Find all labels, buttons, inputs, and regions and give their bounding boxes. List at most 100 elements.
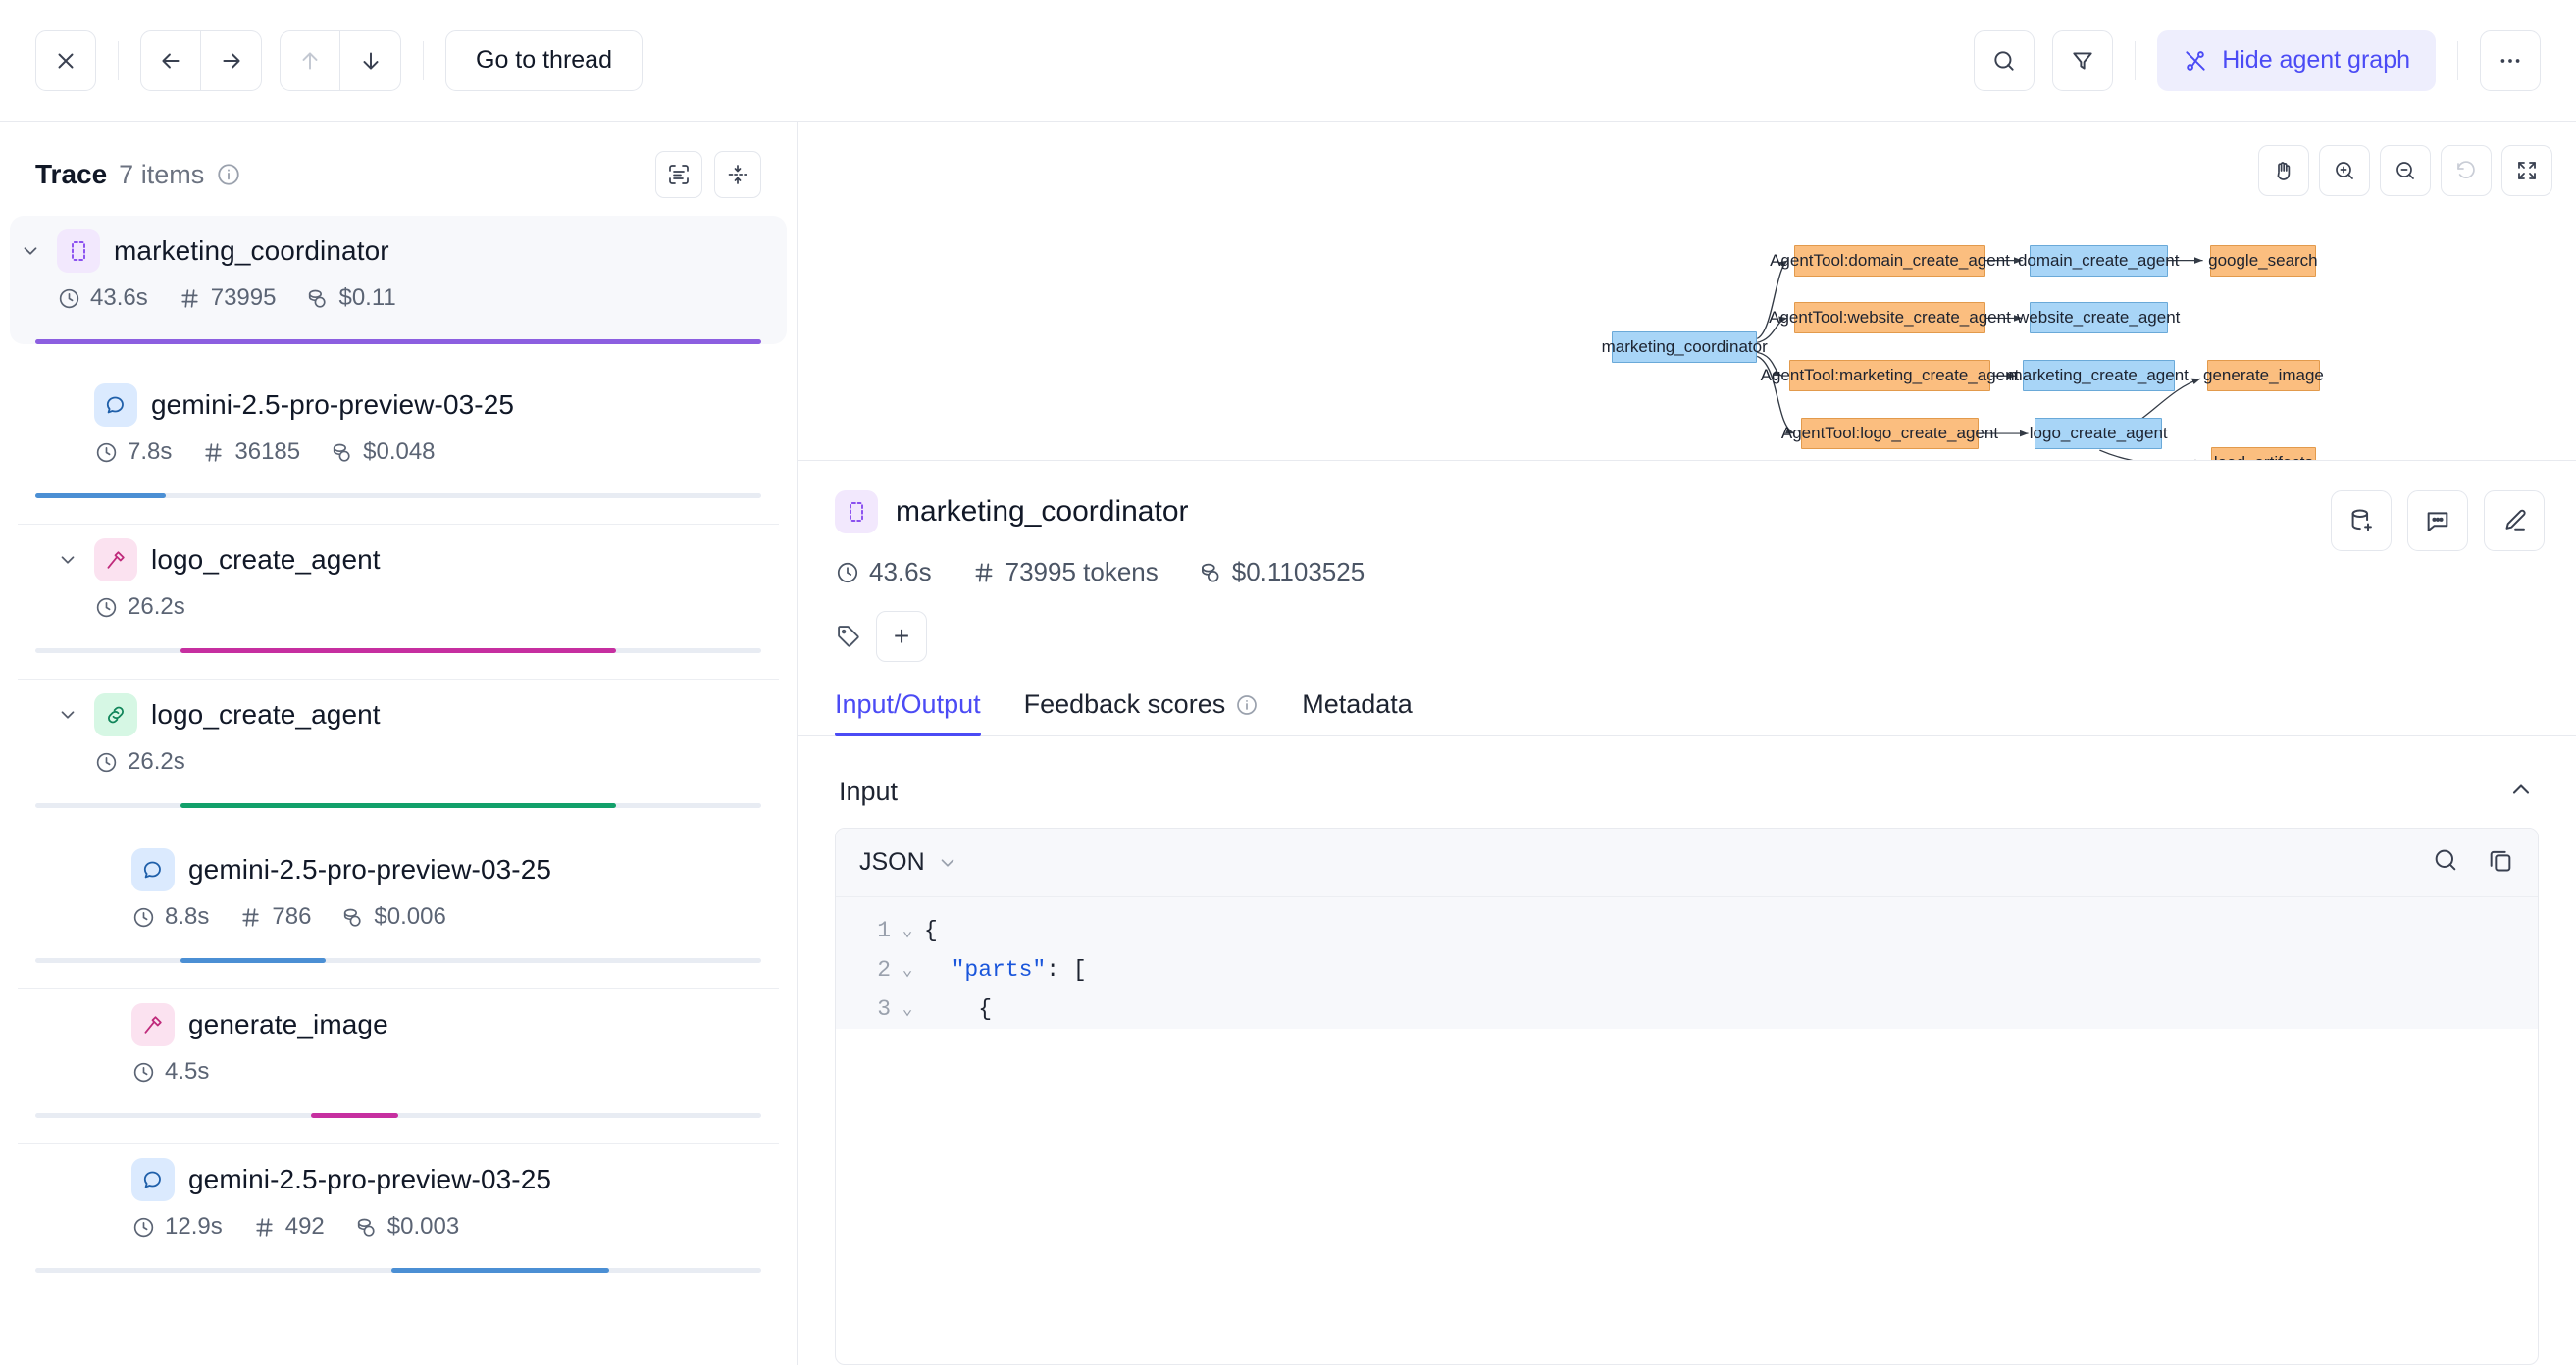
- previous-row-button[interactable]: [280, 29, 340, 91]
- duration-metric: 26.2s: [94, 593, 185, 621]
- graph-node-logo_create_agent[interactable]: logo_create_agent: [2030, 418, 2168, 450]
- tab-input-output[interactable]: Input/Output: [835, 689, 981, 736]
- tag-icon: [838, 626, 859, 647]
- graph-node-google_search[interactable]: google_search: [2208, 244, 2318, 277]
- pan-tool-button[interactable]: [2258, 145, 2309, 196]
- duration-metric: 7.8s: [94, 438, 172, 466]
- duration-value: 43.6s: [869, 557, 932, 586]
- graph-node-label: generate_image: [2203, 366, 2324, 385]
- llm-chat-icon: [131, 848, 175, 891]
- json-viewer-actions: [2432, 846, 2514, 879]
- arrow-down-icon: [363, 51, 378, 70]
- graph-node-label: AgentTool:domain_create_agent: [1770, 250, 2010, 270]
- coins-icon: [1201, 563, 1219, 582]
- add-tag-button[interactable]: +: [876, 611, 927, 662]
- graph-node-label: load_artifacts: [2214, 453, 2313, 460]
- detail-tabs[interactable]: Input/Output Feedback scores Metadata: [798, 689, 2576, 736]
- graph-node-AgentTool:domain_create_agent[interactable]: AgentTool:domain_create_agent: [1770, 244, 2010, 277]
- json-search-button[interactable]: [2432, 846, 2459, 879]
- format-select[interactable]: JSON: [859, 848, 958, 877]
- zoom-in-button[interactable]: [2319, 145, 2370, 196]
- graph-node-AgentTool:marketing_create_agent[interactable]: AgentTool:marketing_create_agent: [1761, 360, 2019, 392]
- line-number: 2: [877, 957, 891, 983]
- graph-node-website_create_agent[interactable]: website_create_agent: [2017, 302, 2180, 334]
- fold-chevron-icon[interactable]: ⌄: [902, 1000, 913, 1020]
- input-section-header[interactable]: Input: [835, 762, 2539, 828]
- agent-graph[interactable]: marketing_coordinator AgentTool:domain_cr…: [798, 122, 2576, 461]
- expand-chevron-icon[interactable]: [55, 549, 80, 571]
- code-line: 1⌄{: [836, 911, 2538, 950]
- graph-node-domain_create_agent[interactable]: domain_create_agent: [2018, 244, 2179, 277]
- clock-icon: [837, 562, 858, 582]
- add-to-dataset-button[interactable]: [2331, 490, 2392, 551]
- search-button[interactable]: [1974, 29, 2035, 91]
- graph-node-AgentTool:logo_create_agent[interactable]: AgentTool:logo_create_agent: [1781, 418, 1998, 450]
- format-label: JSON: [859, 848, 925, 876]
- next-row-button[interactable]: [340, 29, 401, 91]
- reset-view-button[interactable]: [2441, 145, 2492, 196]
- graph-node-label: AgentTool:logo_create_agent: [1780, 424, 1999, 443]
- more-options-button[interactable]: [2480, 29, 2541, 91]
- zoom-out-button[interactable]: [2380, 145, 2431, 196]
- tokens-metric: 492: [252, 1213, 325, 1240]
- back-button[interactable]: [140, 29, 201, 91]
- hide-agent-graph-label: Hide agent graph: [2222, 46, 2410, 74]
- scan-text-button[interactable]: [655, 151, 702, 198]
- graph-node-load_artifacts[interactable]: load_artifacts: [2210, 447, 2317, 460]
- span-detail-header: marketing_coordinator 43.6s 73995 tokens…: [798, 461, 2576, 662]
- tokens-metric: 36185: [201, 438, 300, 466]
- trace-item-label: gemini-2.5-pro-preview-03-25: [188, 1164, 552, 1194]
- tab-feedback-scores[interactable]: Feedback scores: [1024, 689, 1260, 735]
- info-icon[interactable]: [216, 162, 241, 187]
- chevron-down-icon: [941, 858, 954, 867]
- filter-button[interactable]: [2052, 29, 2114, 91]
- collapse-input-icon[interactable]: [2507, 776, 2535, 808]
- duration-metric: 4.5s: [131, 1058, 209, 1086]
- expand-chevron-icon[interactable]: [55, 704, 80, 726]
- trace-panel-header: Trace 7 items: [0, 122, 797, 216]
- duration-bar: [35, 958, 761, 963]
- graph-node-marketing_coordinator[interactable]: marketing_coordinator: [1602, 331, 1768, 364]
- json-copy-button[interactable]: [2487, 846, 2514, 879]
- graph-node-generate_image[interactable]: generate_image: [2203, 360, 2324, 392]
- comment-button[interactable]: [2407, 490, 2468, 551]
- cost-metric: $0.1103525: [1198, 557, 1365, 587]
- duration-bar: [35, 1268, 761, 1273]
- close-button[interactable]: [35, 29, 96, 91]
- info-icon[interactable]: [1235, 693, 1259, 717]
- collapse-all-button[interactable]: [714, 151, 761, 198]
- fullscreen-button[interactable]: [2501, 145, 2552, 196]
- fold-chevron-icon[interactable]: ⌄: [902, 961, 913, 981]
- tokens-metric: 73995 tokens: [971, 557, 1159, 587]
- cost-metric: $0.11: [305, 284, 396, 312]
- go-to-thread-button[interactable]: Go to thread: [445, 29, 643, 91]
- span-title-row: marketing_coordinator: [835, 490, 2539, 533]
- tokens-metric: 73995: [178, 284, 276, 312]
- forward-button[interactable]: [201, 29, 262, 91]
- graph-node-AgentTool:website_create_agent[interactable]: AgentTool:website_create_agent: [1769, 302, 2011, 334]
- tool-icon: [94, 538, 137, 581]
- code-text: {: [924, 996, 993, 1022]
- hide-agent-graph-button[interactable]: Hide agent graph: [2157, 29, 2436, 91]
- llm-chat-icon: [131, 1158, 175, 1201]
- trace-item-label: gemini-2.5-pro-preview-03-25: [188, 854, 552, 885]
- graph-node-marketing_create_agent[interactable]: marketing_create_agent: [2009, 360, 2189, 392]
- edit-button[interactable]: [2484, 490, 2545, 551]
- fold-chevron-icon[interactable]: ⌄: [902, 922, 913, 941]
- json-viewer[interactable]: JSON 1⌄{2⌄ "parts": [3⌄ {: [835, 828, 2539, 1365]
- scan-text-icon: [669, 165, 689, 184]
- tab-metadata[interactable]: Metadata: [1302, 689, 1413, 735]
- trace-item-metrics: 26.2s: [18, 593, 779, 621]
- trace-item-metrics: 26.2s: [18, 748, 779, 776]
- expand-chevron-icon[interactable]: [18, 240, 43, 262]
